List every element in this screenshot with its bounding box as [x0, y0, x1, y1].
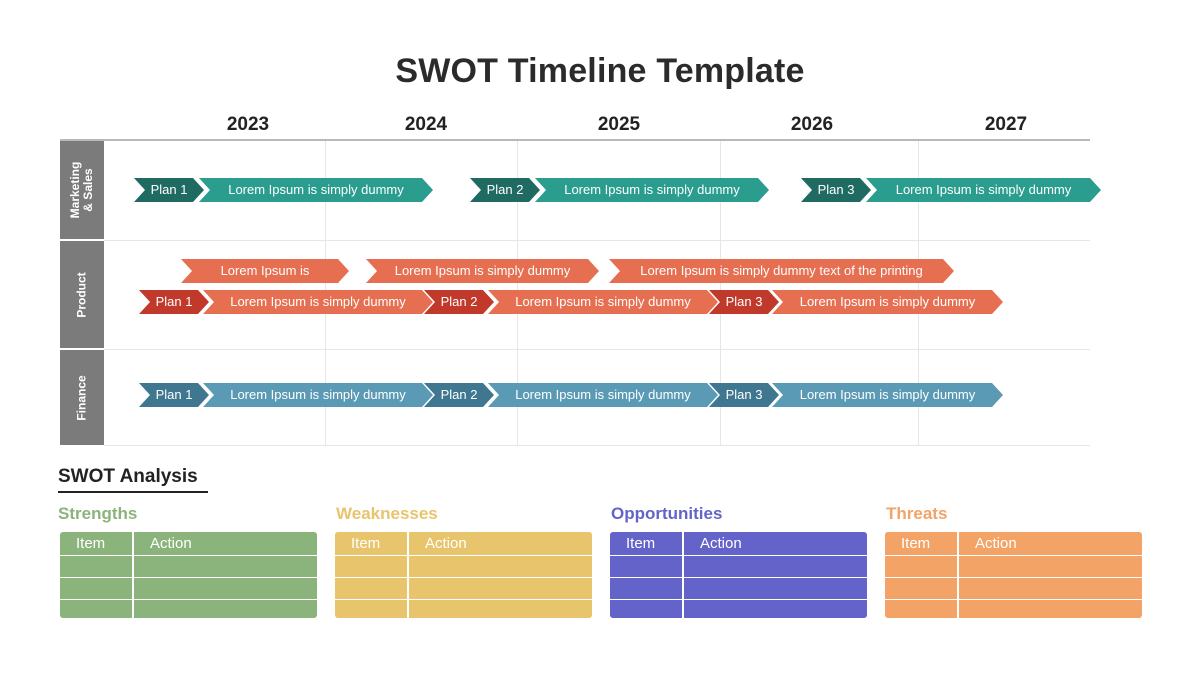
row-label-marketing-sales: Marketing & Sales: [60, 141, 104, 239]
grid-hline: [104, 445, 1090, 446]
table-cell: [134, 556, 317, 577]
table-cell: [610, 600, 682, 618]
table-cell: [959, 556, 1142, 577]
table-cell: [335, 600, 407, 618]
table-cell: [335, 556, 407, 577]
product-task-1-arrow: Lorem Ipsum is simply dummy: [203, 290, 433, 314]
marketing-plan-3-arrow: Plan 3: [801, 178, 871, 202]
grid-hline: [104, 240, 1090, 241]
year-2026: 2026: [790, 114, 834, 135]
opportunities-title: Opportunities: [611, 504, 723, 523]
action-header: Action: [959, 532, 1142, 555]
item-header: Item: [610, 532, 682, 555]
row-label-text: Marketing & Sales: [68, 161, 95, 219]
year-2027: 2027: [984, 114, 1028, 135]
product-milestone-a-arrow: Lorem Ipsum is: [181, 259, 349, 283]
action-header: Action: [684, 532, 867, 555]
table-cell: [134, 578, 317, 599]
marketing-task-3-arrow: Lorem Ipsum is simply dummy: [866, 178, 1101, 202]
marketing-task-1-arrow: Lorem Ipsum is simply dummy: [199, 178, 433, 202]
row-label-finance: Finance: [60, 350, 104, 445]
item-header: Item: [885, 532, 957, 555]
table-cell: [959, 600, 1142, 618]
grid-hline: [104, 349, 1090, 350]
table-cell: [684, 556, 867, 577]
year-2024: 2024: [404, 114, 448, 135]
action-header: Action: [134, 532, 317, 555]
row-label-text: Finance: [74, 374, 89, 421]
finance-plan-1-arrow: Plan 1: [139, 383, 209, 407]
finance-plan-2-arrow: Plan 2: [424, 383, 494, 407]
year-2023: 2023: [226, 114, 270, 135]
product-task-2-arrow: Lorem Ipsum is simply dummy: [488, 290, 718, 314]
item-header: Item: [60, 532, 132, 555]
table-cell: [335, 578, 407, 599]
swot-heading: SWOT Analysis: [58, 466, 198, 487]
item-header: Item: [335, 532, 407, 555]
table-cell: [684, 600, 867, 618]
product-milestone-b-arrow: Lorem Ipsum is simply dummy: [366, 259, 599, 283]
strengths-title: Strengths: [58, 504, 138, 523]
table-cell: [60, 600, 132, 618]
product-task-3-arrow: Lorem Ipsum is simply dummy: [772, 290, 1003, 314]
table-cell: [60, 578, 132, 599]
finance-task-3-arrow: Lorem Ipsum is simply dummy: [772, 383, 1003, 407]
finance-task-1-arrow: Lorem Ipsum is simply dummy: [203, 383, 433, 407]
marketing-plan-1-arrow: Plan 1: [134, 178, 204, 202]
table-cell: [610, 556, 682, 577]
action-header: Action: [409, 532, 592, 555]
table-cell: [885, 556, 957, 577]
product-plan-2-arrow: Plan 2: [424, 290, 494, 314]
year-2025: 2025: [597, 114, 641, 135]
table-cell: [610, 578, 682, 599]
product-plan-1-arrow: Plan 1: [139, 290, 209, 314]
product-plan-3-arrow: Plan 3: [709, 290, 779, 314]
table-cell: [409, 578, 592, 599]
threats-title: Threats: [886, 504, 948, 523]
table-cell: [959, 578, 1142, 599]
finance-plan-3-arrow: Plan 3: [709, 383, 779, 407]
product-milestone-c-arrow: Lorem Ipsum is simply dummy text of the …: [609, 259, 954, 283]
table-cell: [885, 578, 957, 599]
table-cell: [885, 600, 957, 618]
marketing-task-2-arrow: Lorem Ipsum is simply dummy: [535, 178, 769, 202]
table-cell: [134, 600, 317, 618]
weaknesses-title: Weaknesses: [336, 504, 438, 523]
marketing-plan-2-arrow: Plan 2: [470, 178, 540, 202]
row-label-text: Product: [74, 271, 89, 318]
table-cell: [409, 556, 592, 577]
table-cell: [409, 600, 592, 618]
table-cell: [60, 556, 132, 577]
row-label-product: Product: [60, 241, 104, 348]
table-cell: [684, 578, 867, 599]
page-title: SWOT Timeline Template: [395, 52, 805, 90]
swot-heading-underline: [58, 491, 208, 493]
header-divider: [60, 139, 1090, 141]
finance-task-2-arrow: Lorem Ipsum is simply dummy: [488, 383, 718, 407]
